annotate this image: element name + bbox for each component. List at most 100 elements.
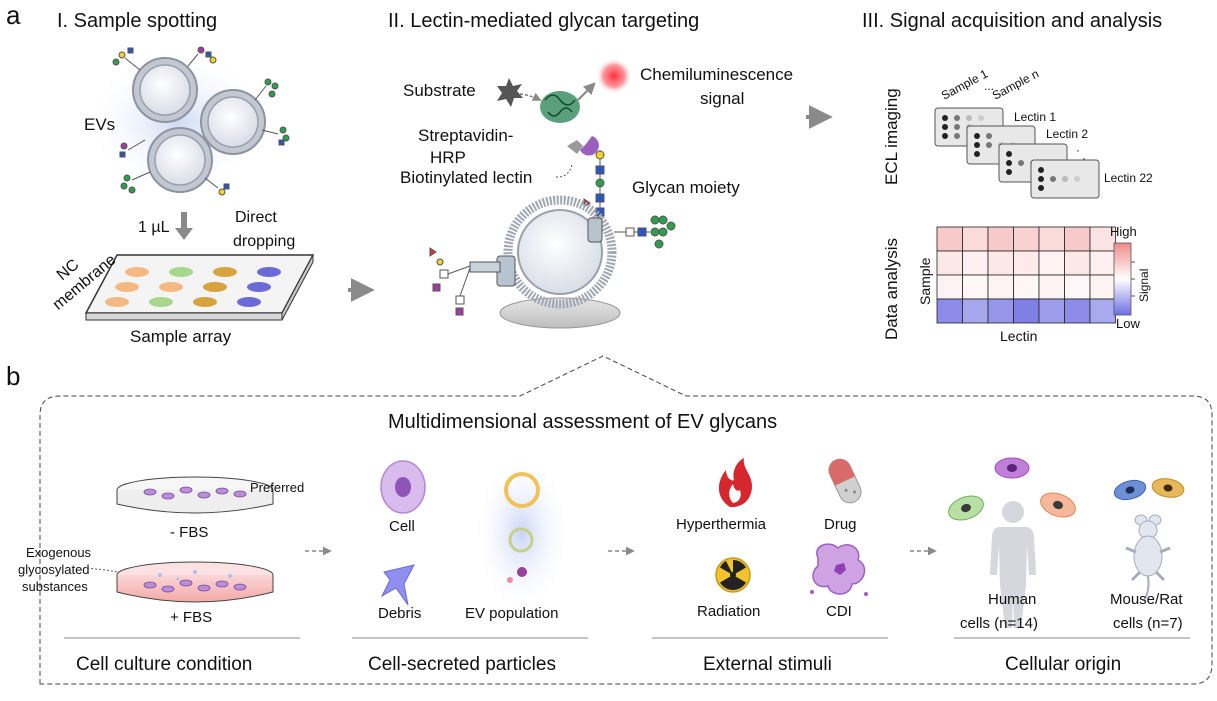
membrane-protein-icon <box>429 217 603 316</box>
heatmap-cell <box>936 274 963 300</box>
sample-array-label: Sample array <box>130 327 232 346</box>
lectin-2-label: Lectin 2 <box>1046 127 1088 141</box>
exo-label-1: Exogenous <box>26 545 92 560</box>
debris-icon <box>380 564 415 606</box>
preferred-label: Preferred <box>250 480 304 495</box>
lectin-icon <box>580 136 599 156</box>
heatmap-cell <box>1038 226 1065 252</box>
heatmap-cell <box>1013 298 1040 324</box>
dots-label: ... <box>984 79 994 93</box>
heatmap-cell <box>1064 250 1091 276</box>
data-analysis-label: Data analysis <box>882 238 901 340</box>
heatmap-cell <box>1064 274 1091 300</box>
sample-1-label: Sample 1 <box>939 66 991 102</box>
panel-b-label: b <box>6 361 20 391</box>
particles-caption: Cell-secreted particles <box>368 654 556 675</box>
exo-label-2: glycosylated <box>18 562 90 577</box>
mouse-cell-left-icon <box>1113 479 1147 501</box>
heatmap-cell <box>936 226 963 252</box>
sample-spots <box>105 267 281 307</box>
cell-label: Cell <box>389 518 415 535</box>
ev-tiny-icon <box>507 577 513 583</box>
stimuli-caption: External stimuli <box>703 654 832 675</box>
radiation-icon <box>715 557 751 593</box>
heatmap-cell <box>1013 226 1040 252</box>
glycan-chain <box>583 150 676 249</box>
mouse-label-2: cells (n=7) <box>1113 615 1183 632</box>
step-2-title: II. Lectin-mediated glycan targeting <box>388 10 699 32</box>
heatmap-cell <box>936 298 963 324</box>
ev-medium-icon <box>508 527 534 553</box>
heatmap-cell <box>1038 274 1065 300</box>
heatmap-cell <box>987 250 1014 276</box>
sample-axis-label: Sample <box>917 257 933 305</box>
heatmap-cell <box>1089 250 1116 276</box>
strep-label-2: HRP <box>430 148 466 167</box>
heatmap-cell <box>1064 298 1091 324</box>
cdi-label: CDI <box>826 603 852 620</box>
cdi-icon <box>810 543 868 596</box>
biotin-label: Biotinylated lectin <box>400 168 532 187</box>
heatmap-cell <box>962 274 989 300</box>
human-cell-top-icon <box>994 457 1030 479</box>
cell-icon <box>380 460 426 514</box>
stimuli-section: Hyperthermia Drug Radiation CDI External… <box>652 458 888 675</box>
human-cell-right-icon <box>1040 492 1076 518</box>
chemi-label-1: Chemiluminescence <box>640 65 793 84</box>
hyperthermia-label: Hyperthermia <box>676 516 767 533</box>
direct-label-1: Direct <box>235 209 277 226</box>
ev-on-platform <box>503 195 617 309</box>
signal-label: Signal <box>1137 269 1151 302</box>
ellipsis-dots: · <box>1076 143 1080 157</box>
step-3-signal-analysis: III. Signal acquisition and analysis ECL… <box>862 10 1162 344</box>
ellipsis-dots-2: · <box>1082 151 1086 165</box>
pill-icon <box>828 458 862 504</box>
minus-fbs-label: - FBS <box>170 524 208 541</box>
ev-population-label: EV population <box>465 605 558 622</box>
heatmap-cell <box>987 274 1014 300</box>
sample-n-label: Sample n <box>990 66 1041 102</box>
step-1-sample-spotting: I. Sample spotting EVs 1 µL Dire <box>50 10 315 346</box>
low-label: Low <box>1116 316 1140 331</box>
origin-section: Human cells (n=14) Mouse/Rat cells (n=7)… <box>948 457 1190 675</box>
flame-icon <box>718 458 752 508</box>
volume-label: 1 µL <box>138 219 170 236</box>
step-2-lectin-targeting: II. Lectin-mediated glycan targeting Sub… <box>388 10 793 329</box>
glycan-moiety-label: Glycan moiety <box>632 178 740 197</box>
lectin-22-label: Lectin 22 <box>1104 171 1153 185</box>
chemi-label-2: signal <box>700 89 744 108</box>
platform <box>499 297 621 329</box>
particles-section: Cell Debris EV population Cell-secreted … <box>352 453 588 675</box>
chemiluminescence-glow-icon <box>596 58 632 94</box>
step-1-title: I. Sample spotting <box>57 10 217 32</box>
ev-halo <box>83 50 273 194</box>
heatmap-cell <box>1038 298 1065 324</box>
mouse-label-1: Mouse/Rat <box>1110 591 1183 608</box>
heatmap-cell <box>962 226 989 252</box>
dish-plus-fbs <box>116 561 274 603</box>
evs-label: EVs <box>84 115 115 134</box>
ev-vesicle-2 <box>200 89 266 155</box>
heatmap-cell <box>936 250 963 276</box>
heatmap-cell <box>1013 274 1040 300</box>
panel-b-frame <box>39 355 1213 685</box>
exo-label-3: substances <box>22 579 88 594</box>
heatmap <box>936 226 1116 324</box>
human-label-2: cells (n=14) <box>960 615 1038 632</box>
hrp-enzyme-icon <box>540 91 580 123</box>
lectin-1-label: Lectin 1 <box>1014 110 1056 124</box>
step-3-title: III. Signal acquisition and analysis <box>862 10 1162 32</box>
strep-label-1: Streptavidin- <box>418 126 513 145</box>
ev-population-halo <box>474 453 570 613</box>
heatmap-cell <box>1089 226 1116 252</box>
dish-minus-fbs <box>116 476 274 514</box>
panel-a-label: a <box>6 0 21 30</box>
blot-card-4 <box>1030 159 1100 199</box>
mouse-figure-icon <box>1125 514 1171 601</box>
mouse-cell-right-icon <box>1151 478 1185 498</box>
heatmap-cell <box>1038 250 1065 276</box>
heatmap-cell <box>1064 226 1091 252</box>
drug-label: Drug <box>824 516 857 533</box>
color-scale-bar <box>1113 242 1132 316</box>
